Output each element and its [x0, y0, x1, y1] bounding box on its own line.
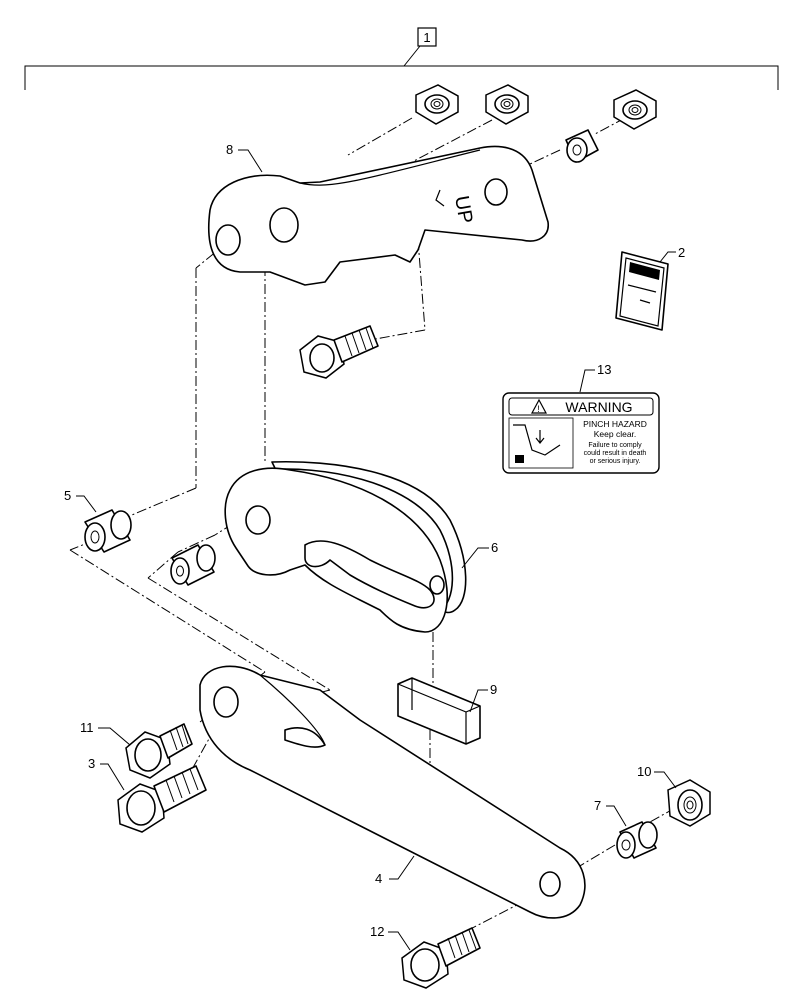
flange-nut-middle [485, 84, 529, 125]
callout-11: 11 [80, 720, 131, 746]
channel-clip-9 [397, 677, 481, 745]
callout-12: 12 [370, 924, 411, 951]
callout-number-9: 9 [490, 682, 497, 697]
callout-4: 4 [375, 855, 415, 886]
lever-arm-4 [199, 665, 586, 919]
callout-number-2: 2 [678, 245, 685, 260]
spacer-bushing-top [565, 129, 599, 163]
warning-hazard: PINCH HAZARD [583, 419, 647, 429]
hex-bolt-upper [299, 325, 379, 379]
callout-6: 6 [461, 540, 498, 569]
warning-consequence-2: could result in death [584, 450, 647, 457]
warning-decal-13: ! WARNING PINCH HAZARD Keep clear. Failu… [502, 392, 660, 474]
spacer-bushing-middle [170, 544, 216, 586]
callout-5: 5 [64, 488, 97, 513]
flange-nut-right [613, 89, 657, 130]
bracket-plate-8: UP [208, 145, 549, 286]
flange-nut-left [415, 84, 459, 125]
callout-number-12: 12 [370, 924, 384, 939]
callout-number-4: 4 [375, 871, 382, 886]
hex-bolt-12 [401, 927, 481, 989]
flange-nut-10 [667, 779, 711, 827]
warning-consequence-1: Failure to comply [588, 442, 642, 449]
up-marking: UP [450, 194, 476, 225]
svg-text:!: ! [537, 404, 540, 414]
callout-9: 9 [469, 682, 497, 713]
latch-assembly-6 [224, 460, 467, 633]
callout-number-13: 13 [597, 362, 611, 377]
assembly-callout: 1 [24, 27, 779, 90]
callout-number-6: 6 [491, 540, 498, 555]
warning-header: WARNING [565, 399, 632, 415]
bushing-7 [616, 821, 658, 859]
callout-10: 10 [637, 764, 677, 789]
callout-13: 13 [579, 362, 611, 393]
hex-bolt-11 [125, 723, 193, 779]
callout-3: 3 [88, 756, 125, 791]
callout-number-3: 3 [88, 756, 95, 771]
callout-number-10: 10 [637, 764, 651, 779]
callout-2: 2 [659, 245, 685, 263]
decal-sheet-2 [615, 251, 669, 331]
callout-number-11: 11 [80, 720, 94, 735]
callout-number-7: 7 [594, 798, 601, 813]
assembly-number: 1 [423, 30, 430, 45]
callout-number-5: 5 [64, 488, 71, 503]
warning-consequence-3: or serious injury. [590, 458, 641, 465]
warning-instruction: Keep clear. [594, 429, 637, 439]
callout-number-8: 8 [226, 142, 233, 157]
callout-7: 7 [594, 798, 627, 827]
callout-8: 8 [226, 142, 263, 173]
bushing-5 [84, 509, 132, 553]
hex-bolt-3 [117, 765, 207, 833]
